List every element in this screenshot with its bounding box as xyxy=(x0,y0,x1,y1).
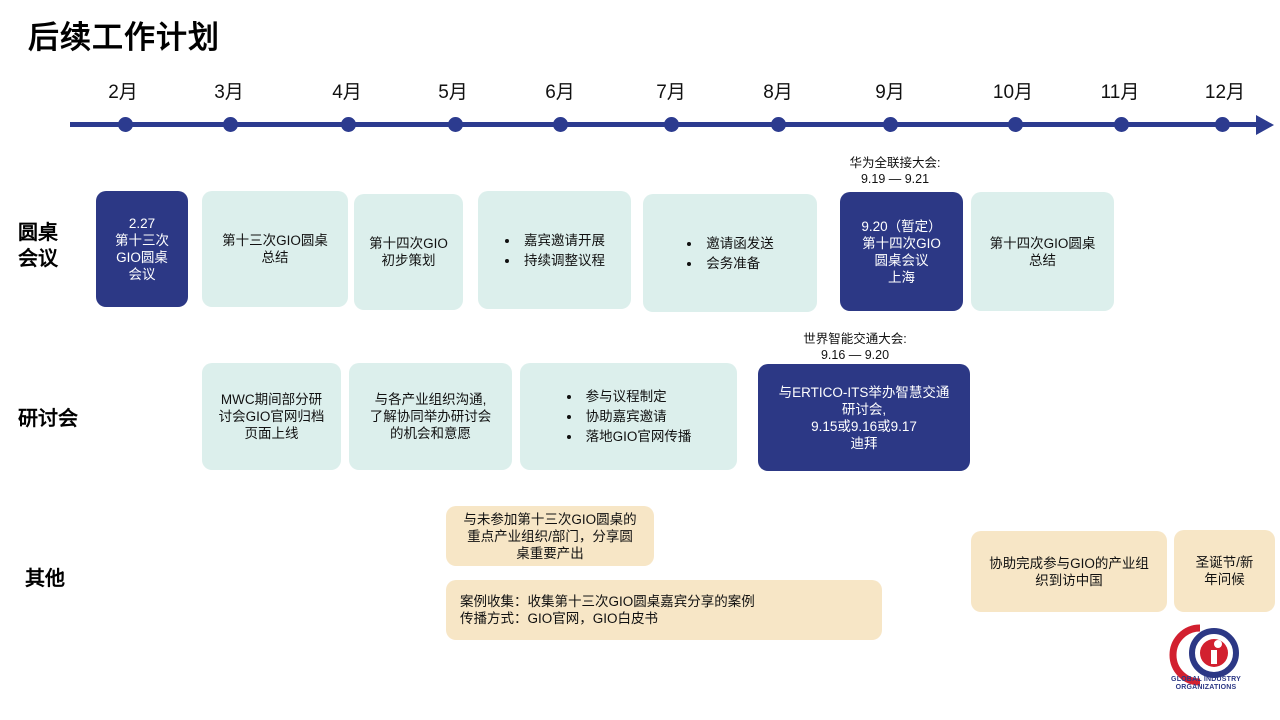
timeline-dot xyxy=(771,117,786,132)
month-label: 3月 xyxy=(214,82,244,103)
timeline-dot xyxy=(883,117,898,132)
box-line: 年问候 xyxy=(1204,572,1245,587)
timeline-dot xyxy=(1008,117,1023,132)
bullet-item: 邀请函发送 xyxy=(702,235,774,252)
month-label: 4月 xyxy=(332,82,362,103)
note-line: 华为全联接大会: xyxy=(849,156,941,170)
roundtable-box-mar: 第十三次GIO圆桌 总结 xyxy=(202,191,348,307)
other-box-cases: 案例收集：收集第十三次GIO圆桌嘉宾分享的案例 传播方式：GIO官网，GIO白皮… xyxy=(446,580,882,640)
box-line: 与未参加第十三次GIO圆桌的 xyxy=(463,511,637,527)
month-label: 8月 xyxy=(763,82,793,103)
box-line: 的机会和意愿 xyxy=(390,426,471,441)
box-line: 第十四次GIO xyxy=(862,235,941,251)
gio-logo-icon xyxy=(1169,624,1239,686)
box-line: 讨会GIO官网归档 xyxy=(218,409,325,424)
seminar-box-apr: 与各产业组织沟通, 了解协同举办研讨会 的机会和意愿 xyxy=(349,363,512,470)
huawei-connect-note: 华为全联接大会: 9.19 — 9.21 xyxy=(820,155,970,187)
timeline-dot xyxy=(341,117,356,132)
logo-text-line: GLOBAL INDUSTRY xyxy=(1171,676,1241,683)
box-line: 圣诞节/新 xyxy=(1195,555,1254,570)
its-congress-note: 世界智能交通大会: 9.16 — 9.20 xyxy=(780,331,930,363)
bullet-item: 落地GIO官网传播 xyxy=(582,428,692,445)
bullet-item: 持续调整议程 xyxy=(520,252,605,269)
box-line: 迪拜 xyxy=(850,435,878,451)
logo-text: GLOBAL INDUSTRY ORGANIZATIONS xyxy=(1160,676,1252,692)
box-line: 协助完成参与GIO的产业组 xyxy=(989,555,1149,571)
month-label: 7月 xyxy=(656,82,686,103)
roundtable-box-sep: 9.20（暂定） 第十四次GIO 圆桌会议 上海 xyxy=(840,192,963,311)
month-label: 9月 xyxy=(875,82,905,103)
seminar-box-mar: MWC期间部分研 讨会GIO官网归档 页面上线 xyxy=(202,363,341,470)
bullet-item: 会务准备 xyxy=(702,255,774,272)
box-line: GIO圆桌 xyxy=(116,250,168,265)
row-label-other: 其他 xyxy=(25,568,65,590)
roundtable-box-jul-aug: 邀请函发送 会务准备 xyxy=(643,194,817,312)
other-box-share: 与未参加第十三次GIO圆桌的 重点产业组织/部门，分享圆 桌重要产出 xyxy=(446,506,654,566)
box-line: 织到访中国 xyxy=(1035,572,1103,588)
box-line: 9.15或9.16或9.17 xyxy=(811,418,917,434)
roundtable-box-oct: 第十四次GIO圆桌 总结 xyxy=(971,192,1114,311)
box-line: 传播方式：GIO官网，GIO白皮书 xyxy=(460,611,659,626)
box-line: 第十三次 xyxy=(115,233,169,248)
box-line: 第十四次GIO xyxy=(369,236,448,251)
box-line: 上海 xyxy=(888,269,915,285)
box-line: 初步策划 xyxy=(381,253,436,268)
box-line: 会议 xyxy=(128,267,156,282)
box-line: 页面上线 xyxy=(244,426,299,441)
roundtable-box-feb: 2.27 第十三次 GIO圆桌 会议 xyxy=(96,191,188,307)
box-line: 了解协同举办研讨会 xyxy=(369,409,492,424)
box-line: MWC期间部分研 xyxy=(220,392,323,407)
timeline-dot xyxy=(448,117,463,132)
month-label: 11月 xyxy=(1100,82,1140,103)
bullet-item: 协助嘉宾邀请 xyxy=(582,408,692,425)
box-line: 总结 xyxy=(1028,252,1056,268)
other-box-visit: 协助完成参与GIO的产业组 织到访中国 xyxy=(971,531,1167,612)
timeline-dot xyxy=(664,117,679,132)
page-title: 后续工作计划 xyxy=(28,20,220,55)
row-label-seminar: 研讨会 xyxy=(18,408,78,430)
timeline-dot xyxy=(223,117,238,132)
box-line: 与各产业组织沟通, xyxy=(374,392,487,407)
box-line: 桌重要产出 xyxy=(516,545,584,561)
box-line: 案例收集：收集第十三次GIO圆桌嘉宾分享的案例 xyxy=(460,594,755,609)
month-label: 2月 xyxy=(108,82,138,103)
box-line: 第十四次GIO圆桌 xyxy=(989,235,1096,251)
other-box-greetings: 圣诞节/新 年问候 xyxy=(1174,530,1275,612)
note-line: 世界智能交通大会: xyxy=(803,332,907,346)
month-label: 5月 xyxy=(438,82,468,103)
month-label: 12月 xyxy=(1204,82,1246,103)
roundtable-box-may-jun: 嘉宾邀请开展 持续调整议程 xyxy=(478,191,631,309)
box-line: 总结 xyxy=(261,250,289,265)
timeline-dot xyxy=(553,117,568,132)
bullet-item: 嘉宾邀请开展 xyxy=(520,232,605,249)
roundtable-box-apr: 第十四次GIO 初步策划 xyxy=(354,194,463,310)
box-line: 圆桌会议 xyxy=(874,252,929,268)
box-line: 重点产业组织/部门，分享圆 xyxy=(467,528,633,544)
box-line: 与ERTICO-ITS举办智慧交通 xyxy=(778,384,950,400)
note-line: 9.16 — 9.20 xyxy=(820,348,890,362)
row-label-roundtable: 圆桌 会议 xyxy=(18,222,58,270)
month-label: 10月 xyxy=(992,82,1034,103)
timeline-dot xyxy=(1215,117,1230,132)
timeline-dot xyxy=(1114,117,1129,132)
seminar-box-sep: 与ERTICO-ITS举办智慧交通 研讨会, 9.15或9.16或9.17 迪拜 xyxy=(758,364,970,471)
seminar-box-may-jul: 参与议程制定 协助嘉宾邀请 落地GIO官网传播 xyxy=(520,363,737,470)
box-line: 第十三次GIO圆桌 xyxy=(222,233,328,248)
box-line: 研讨会, xyxy=(841,401,887,417)
timeline-dot xyxy=(118,117,133,132)
bullet-item: 参与议程制定 xyxy=(582,388,692,405)
month-label: 6月 xyxy=(545,82,575,103)
timeline-arrow-icon xyxy=(1256,115,1274,135)
logo-text-line: ORGANIZATIONS xyxy=(1175,684,1237,691)
box-line: 2.27 xyxy=(128,216,156,231)
box-line: 9.20（暂定） xyxy=(861,218,942,234)
note-line: 9.19 — 9.21 xyxy=(860,172,930,186)
